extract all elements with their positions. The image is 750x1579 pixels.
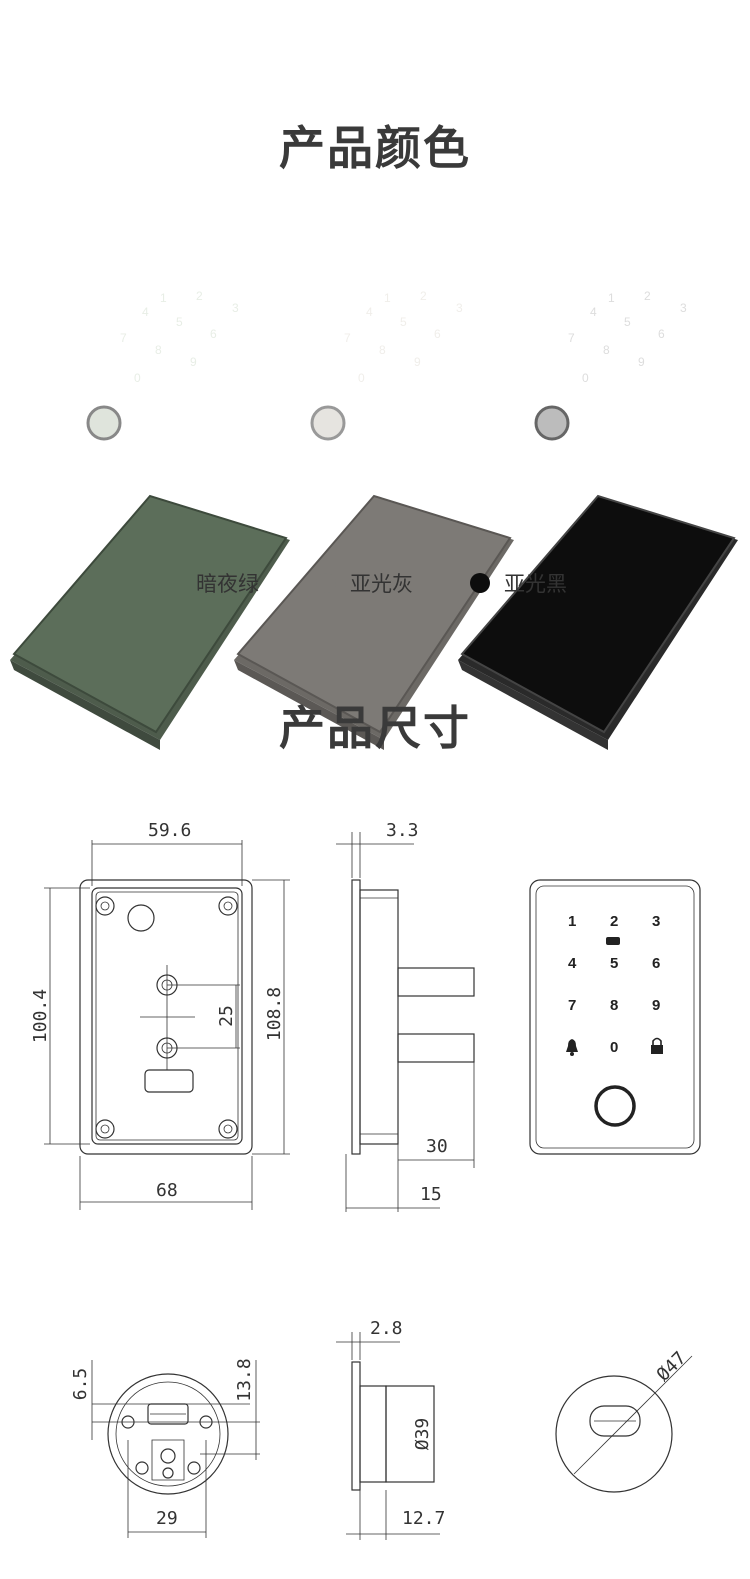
side-view-drawing: 3.3 30 15: [336, 820, 475, 1212]
dim-round-diameter: Ø47: [653, 1348, 691, 1386]
svg-text:1: 1: [384, 291, 391, 305]
svg-text:0: 0: [358, 371, 365, 385]
dim-round-depth: 12.7: [402, 1508, 445, 1529]
color-label: 亚光灰: [350, 572, 413, 596]
product-black: 1 2 3 4 5 6 7 8 9 0: [458, 289, 738, 750]
svg-text:3: 3: [232, 301, 239, 315]
round-lock-side: 2.8 Ø39 12.7: [336, 1318, 445, 1540]
key-6: 6: [652, 955, 660, 972]
svg-text:9: 9: [414, 355, 421, 369]
swatch-gray: 亚光灰: [316, 568, 413, 598]
key-0: 0: [610, 1039, 618, 1056]
svg-text:1: 1: [608, 291, 615, 305]
svg-text:8: 8: [603, 343, 610, 357]
dim-round-thickness: 2.8: [370, 1318, 403, 1339]
swatch-black: 亚光黑: [470, 568, 567, 598]
dim-height-inner: 100.4: [30, 989, 51, 1043]
dim-width-inner: 59.6: [148, 820, 191, 841]
color-label: 亚光黑: [504, 572, 567, 596]
key-5: 5: [610, 955, 618, 972]
svg-text:8: 8: [155, 343, 162, 357]
svg-text:4: 4: [142, 305, 149, 319]
color-dot: [316, 573, 336, 593]
svg-text:8: 8: [379, 343, 386, 357]
product-renders: 1 2 3 4 5 6 7 8 9 0 1 2 3 4 5 6 7 8 9 0 1 2 3 4 5 6 7 8 9 …: [10, 289, 738, 750]
product-gray: 1 2 3 4 5 6 7 8 9 0: [234, 289, 514, 750]
key-1: 1: [568, 913, 576, 930]
svg-text:7: 7: [120, 331, 127, 345]
svg-text:5: 5: [400, 315, 407, 329]
dim-width-outer: 68: [156, 1180, 178, 1201]
round-lock-front: 6.5 13.8 29: [70, 1358, 260, 1538]
svg-text:6: 6: [658, 327, 665, 341]
key-9: 9: [652, 997, 660, 1014]
svg-text:1: 1: [160, 291, 167, 305]
svg-text:2: 2: [420, 289, 427, 303]
dim-hole-spacing: 25: [216, 1005, 237, 1027]
round-lock-back: Ø47: [555, 1348, 693, 1493]
dim-side-thickness: 3.3: [386, 820, 419, 841]
key-3: 3: [652, 913, 660, 930]
bell-icon: [566, 1039, 578, 1056]
svg-text:5: 5: [176, 315, 183, 329]
section-title-size: 产品尺寸: [279, 701, 471, 755]
svg-text:7: 7: [344, 331, 351, 345]
product-green: 1 2 3 4 5 6 7 8 9 0: [10, 289, 290, 750]
key-8: 8: [610, 997, 618, 1014]
color-legend: 暗夜绿 亚光灰 亚光黑: [0, 568, 750, 598]
svg-text:6: 6: [434, 327, 441, 341]
front-view-drawing: 1 2 3 4 5 6 7 8 9 0: [529, 879, 701, 1155]
svg-text:9: 9: [190, 355, 197, 369]
dim-round-offset-a: 6.5: [70, 1368, 91, 1401]
svg-text:7: 7: [568, 331, 575, 345]
dim-post-length: 30: [426, 1136, 448, 1157]
dim-round-diameter-side: Ø39: [412, 1418, 433, 1451]
dim-height-outer: 108.8: [264, 987, 285, 1041]
swatch-green: 暗夜绿: [162, 568, 259, 598]
dim-round-width: 29: [156, 1508, 178, 1529]
svg-text:3: 3: [680, 301, 687, 315]
svg-text:5: 5: [624, 315, 631, 329]
back-plate-drawing: 59.6 100.4 108.8 25 68: [30, 820, 290, 1210]
color-dot: [162, 573, 182, 593]
svg-text:0: 0: [582, 371, 589, 385]
svg-text:3: 3: [456, 301, 463, 315]
svg-text:0: 0: [134, 371, 141, 385]
dim-post-offset: 15: [420, 1184, 442, 1205]
key-7: 7: [568, 997, 576, 1014]
svg-text:4: 4: [366, 305, 373, 319]
svg-text:6: 6: [210, 327, 217, 341]
svg-text:2: 2: [196, 289, 203, 303]
key-2: 2: [610, 913, 618, 930]
svg-text:9: 9: [638, 355, 645, 369]
svg-text:4: 4: [590, 305, 597, 319]
dim-round-offset-b: 13.8: [234, 1358, 255, 1401]
key-4: 4: [568, 955, 577, 972]
color-dot: [470, 573, 490, 593]
color-label: 暗夜绿: [196, 572, 259, 596]
section-title-colors: 产品颜色: [279, 121, 471, 175]
lock-icon: [651, 1037, 663, 1054]
fingerprint-sensor: [594, 1085, 636, 1127]
dimension-drawings: 59.6 100.4 108.8 25 68 3.3 30 15: [30, 820, 701, 1540]
svg-text:2: 2: [644, 289, 651, 303]
